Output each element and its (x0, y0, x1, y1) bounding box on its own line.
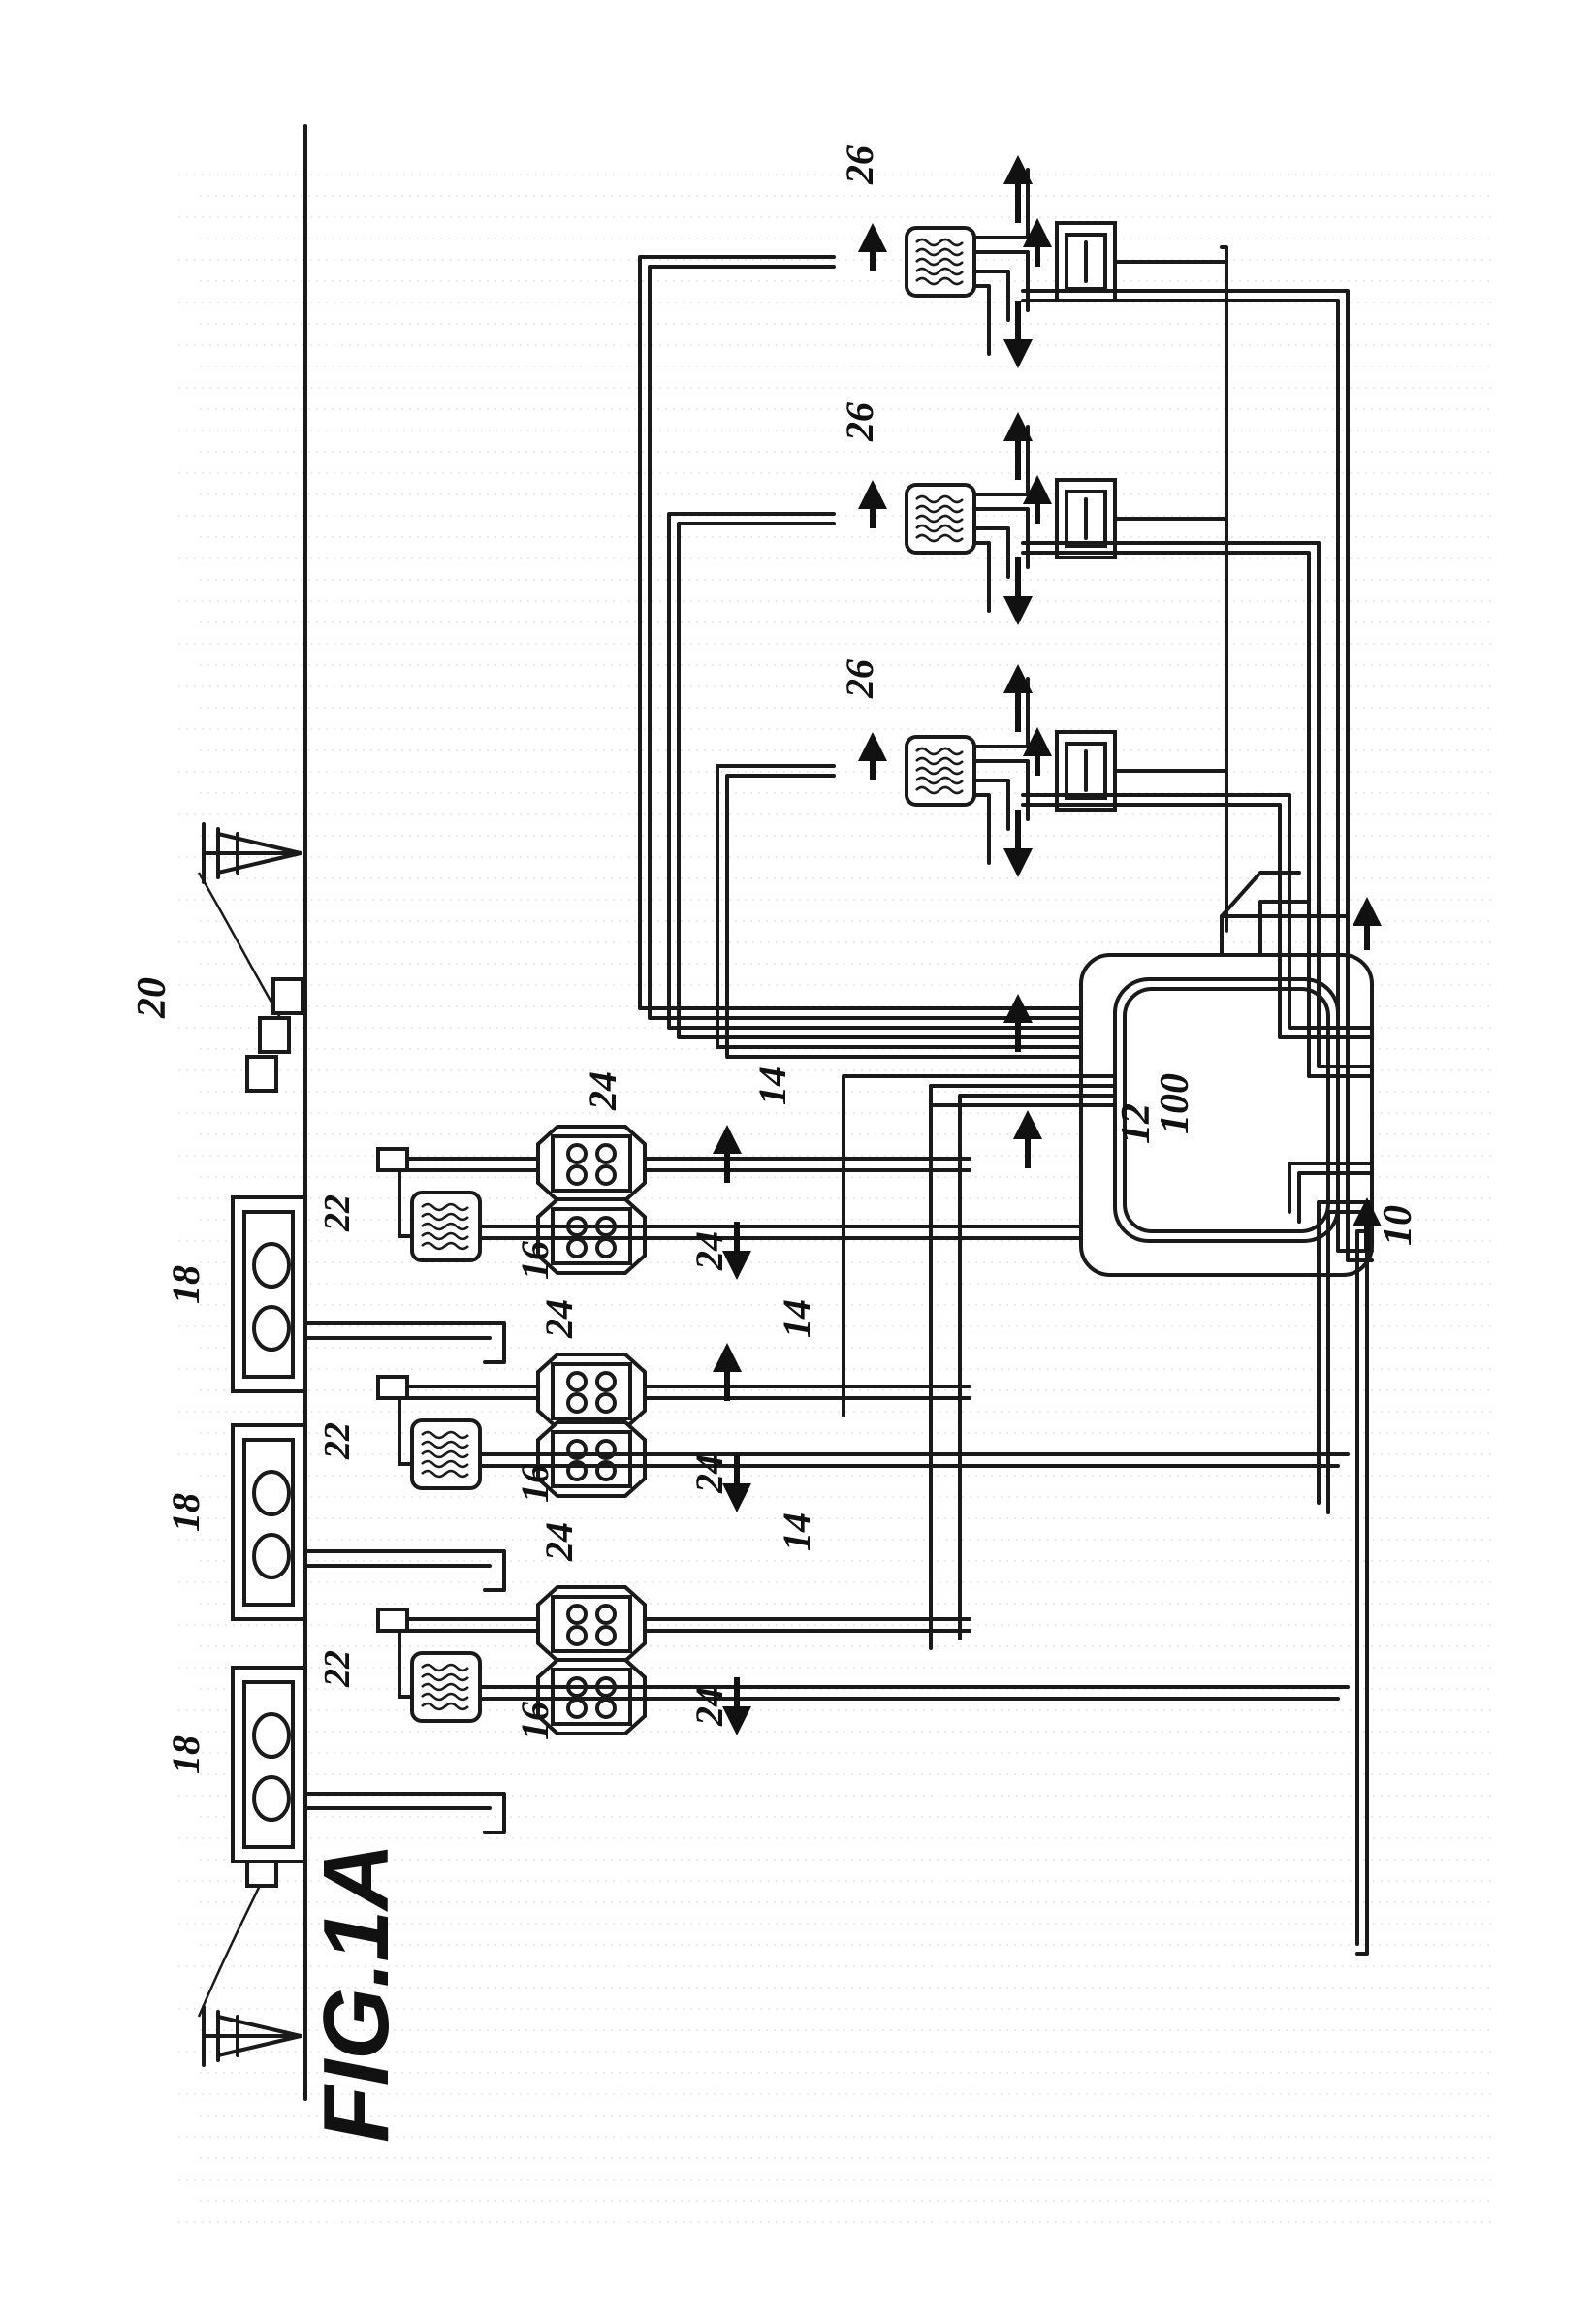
rotor-icon (597, 1373, 615, 1390)
label-16: 16 (513, 1241, 557, 1280)
rotor-icon (568, 1700, 586, 1717)
heat-exchanger (907, 228, 974, 296)
heat-exchanger (412, 1653, 480, 1721)
source-connector (378, 1377, 407, 1398)
rotor-icon (597, 1166, 615, 1184)
label-26: 26 (838, 402, 881, 442)
label-18: 18 (164, 1493, 207, 1532)
rotor-icon (597, 1700, 615, 1717)
label-18: 18 (164, 1265, 207, 1304)
converter-unit (538, 1127, 645, 1200)
rotor-icon (568, 1145, 586, 1162)
label-22: 22 (317, 1650, 358, 1688)
label-18: 18 (164, 1735, 207, 1774)
rotor-icon (568, 1239, 586, 1257)
rotor-icon (568, 1627, 586, 1644)
substation-icon (247, 979, 302, 1091)
tower-icon (204, 2007, 301, 2065)
label-10: 10 (1376, 1205, 1420, 1246)
tank-icon (254, 1244, 289, 1287)
label-24: 24 (687, 1687, 731, 1727)
label-24: 24 (687, 1454, 731, 1494)
heat-exchanger (907, 485, 974, 553)
rotor-icon (597, 1239, 615, 1257)
label-24: 24 (581, 1071, 624, 1111)
label-24: 24 (687, 1231, 731, 1271)
rotor-icon (597, 1627, 615, 1644)
consumer-unit (907, 427, 1226, 611)
rotor-icon (568, 1373, 586, 1390)
label-14: 14 (750, 1066, 794, 1105)
label-22: 22 (317, 1422, 358, 1460)
label-26: 26 (838, 659, 881, 699)
converter-unit (538, 1354, 645, 1428)
tower-icon (204, 824, 301, 882)
label-24: 24 (537, 1522, 581, 1562)
heat-exchanger (412, 1193, 480, 1260)
label-100: 100 (1153, 1073, 1197, 1134)
heat-exchanger (907, 737, 974, 805)
rotor-icon (597, 1145, 615, 1162)
tank-icon (254, 1307, 289, 1350)
label-16: 16 (513, 1464, 557, 1503)
tank-icon (254, 1472, 289, 1514)
rotor-icon (597, 1394, 615, 1412)
tank-icon (254, 1777, 289, 1820)
label-14: 14 (775, 1512, 818, 1551)
label-20: 20 (130, 977, 175, 1019)
rotor-icon (568, 1394, 586, 1412)
rotor-icon (568, 1606, 586, 1623)
label-16: 16 (513, 1702, 557, 1740)
label-24: 24 (537, 1299, 581, 1339)
label-14: 14 (775, 1299, 818, 1338)
heat-exchanger (412, 1420, 480, 1488)
tank-icon (254, 1714, 289, 1757)
source-connector (378, 1149, 407, 1170)
tank-icon (254, 1535, 289, 1577)
source-connector (378, 1609, 407, 1631)
rotor-icon (597, 1606, 615, 1623)
label-26: 26 (838, 145, 881, 185)
converter-unit (538, 1587, 645, 1661)
figure-caption: FIG.1A (304, 1843, 408, 2143)
consumer-unit (907, 170, 1226, 354)
rotor-icon (568, 1166, 586, 1184)
label-22: 22 (317, 1194, 358, 1232)
